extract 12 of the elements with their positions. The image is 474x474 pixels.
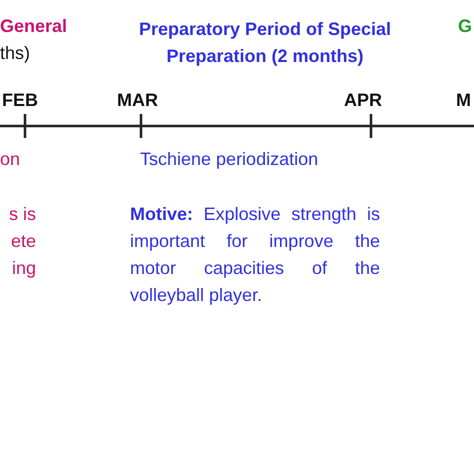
period-heading: G bbox=[458, 16, 472, 37]
month-label: MAR bbox=[117, 90, 158, 111]
period-heading: ths) bbox=[0, 43, 30, 64]
period-heading: Preparatory Period of Special Preparation (2 months) bbox=[138, 18, 392, 68]
month-label: M bbox=[456, 90, 471, 111]
motive-text: s is ete ing bbox=[8, 203, 36, 280]
method-label: Tschiene periodization bbox=[140, 149, 318, 170]
method-label: on bbox=[0, 149, 20, 170]
month-label: APR bbox=[344, 90, 382, 111]
period-heading: General bbox=[0, 16, 68, 37]
motive-text: Motive: Explosive strength is important for improve the motor capacities of the volleyball player. bbox=[130, 203, 380, 307]
month-label: FEB bbox=[2, 90, 38, 111]
